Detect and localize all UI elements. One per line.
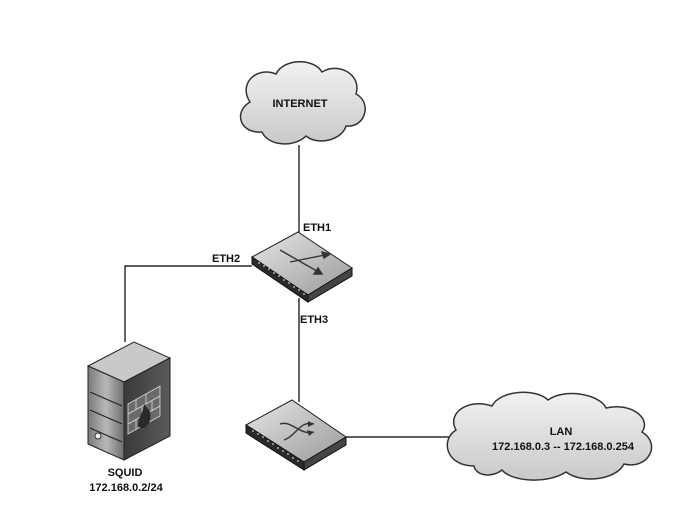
squid-label: SQUID [108,467,143,479]
switch-device [245,399,347,471]
eth3-label: ETH3 [300,314,328,326]
firewall-server-icon [86,341,172,461]
router-device: ETH1 ETH2 ETH3 [212,222,353,326]
internet-label: INTERNET [273,98,328,110]
cloud-icon [446,391,653,481]
switch-icon [245,399,347,471]
internet-cloud: INTERNET [239,61,366,145]
lan-range-label: 172.168.0.3 -- 172.168.0.254 [492,441,635,453]
eth1-label: ETH1 [303,222,331,234]
connections [124,145,452,438]
lan-cloud: LAN 172.168.0.3 -- 172.168.0.254 [446,391,653,481]
link-router-squid [124,265,252,342]
router-icon [251,231,353,303]
brick-wall-icon [127,385,161,435]
eth2-label: ETH2 [212,253,240,265]
lan-label: LAN [550,426,573,438]
squid-address-label: 172.168.0.2/24 [89,482,163,494]
cloud-icon [239,61,366,145]
squid-server: SQUID 172.168.0.2/24 [86,341,172,494]
